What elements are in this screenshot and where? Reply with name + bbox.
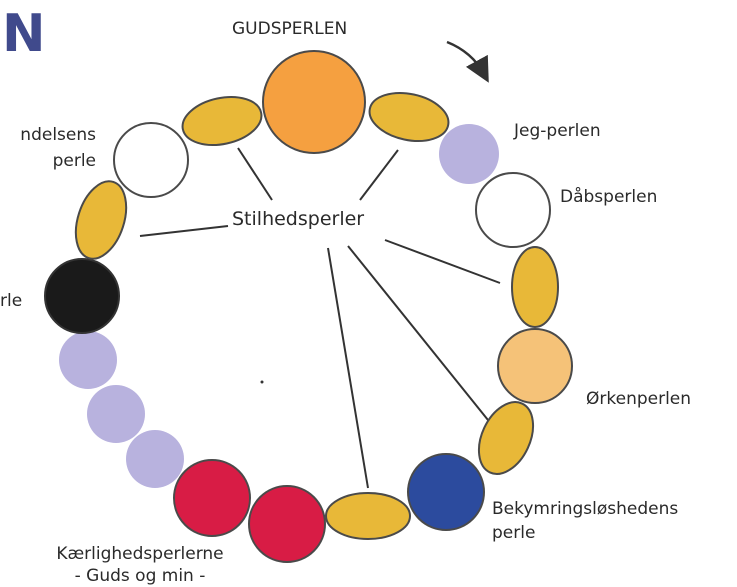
opstandelse-pearl (113, 122, 189, 198)
jeg-perlen-pearl (439, 124, 499, 184)
pearls (44, 50, 573, 563)
stillness-pearl (325, 492, 411, 540)
stilhedsperler-label: Stilhedsperler (232, 208, 365, 230)
connector-line (327, 247, 369, 489)
connector-lines (139, 147, 501, 489)
hemmelighed-pearl (87, 385, 145, 443)
bekymring-pearl (407, 453, 485, 531)
opstandelse-label-line1: ndelsens (20, 125, 96, 145)
kaerlighed-pearl-left (173, 459, 251, 537)
stillness-pearl (74, 180, 128, 260)
black-pearl (44, 258, 120, 334)
daabsperlen-label: Dåbsperlen (560, 187, 658, 207)
stillness-pearl (511, 246, 559, 328)
hemmelighed-pearl (59, 331, 117, 389)
connector-line (237, 147, 273, 201)
opstandelse-label-line2: perle (52, 151, 96, 171)
jeg-perlen-label: Jeg-perlen (514, 121, 601, 141)
stillness-pearl (368, 92, 450, 142)
kaerlighed-label-line2: - Guds og min - (74, 566, 206, 586)
black-pearl-label: rle (0, 291, 23, 311)
orkenperlen-label: Ørkenperlen (586, 389, 692, 409)
title-fragment: N (2, 4, 46, 64)
bekymring-label-line1: Bekymringsløshedens (492, 499, 679, 519)
gudsperlen-pearl (262, 50, 366, 154)
connector-line (359, 149, 399, 201)
gudsperlen-label: GUDSPERLEN (232, 19, 348, 39)
daabsperlen-pearl (475, 172, 551, 248)
connector-line (384, 239, 501, 284)
connector-line (139, 225, 229, 237)
stillness-pearl (477, 401, 535, 475)
stray-dot (260, 380, 264, 384)
connector-line (347, 245, 493, 426)
direction-arrow-icon (446, 40, 489, 83)
stillness-pearl (181, 96, 263, 146)
kaerlighed-pearl-right (248, 485, 326, 563)
bekymring-label-line2: perle (492, 523, 536, 543)
hemmelighed-pearl (126, 430, 184, 488)
kaerlighed-label-line1: Kærlighedsperlerne (56, 544, 224, 564)
orkenperlen-pearl (497, 328, 573, 404)
